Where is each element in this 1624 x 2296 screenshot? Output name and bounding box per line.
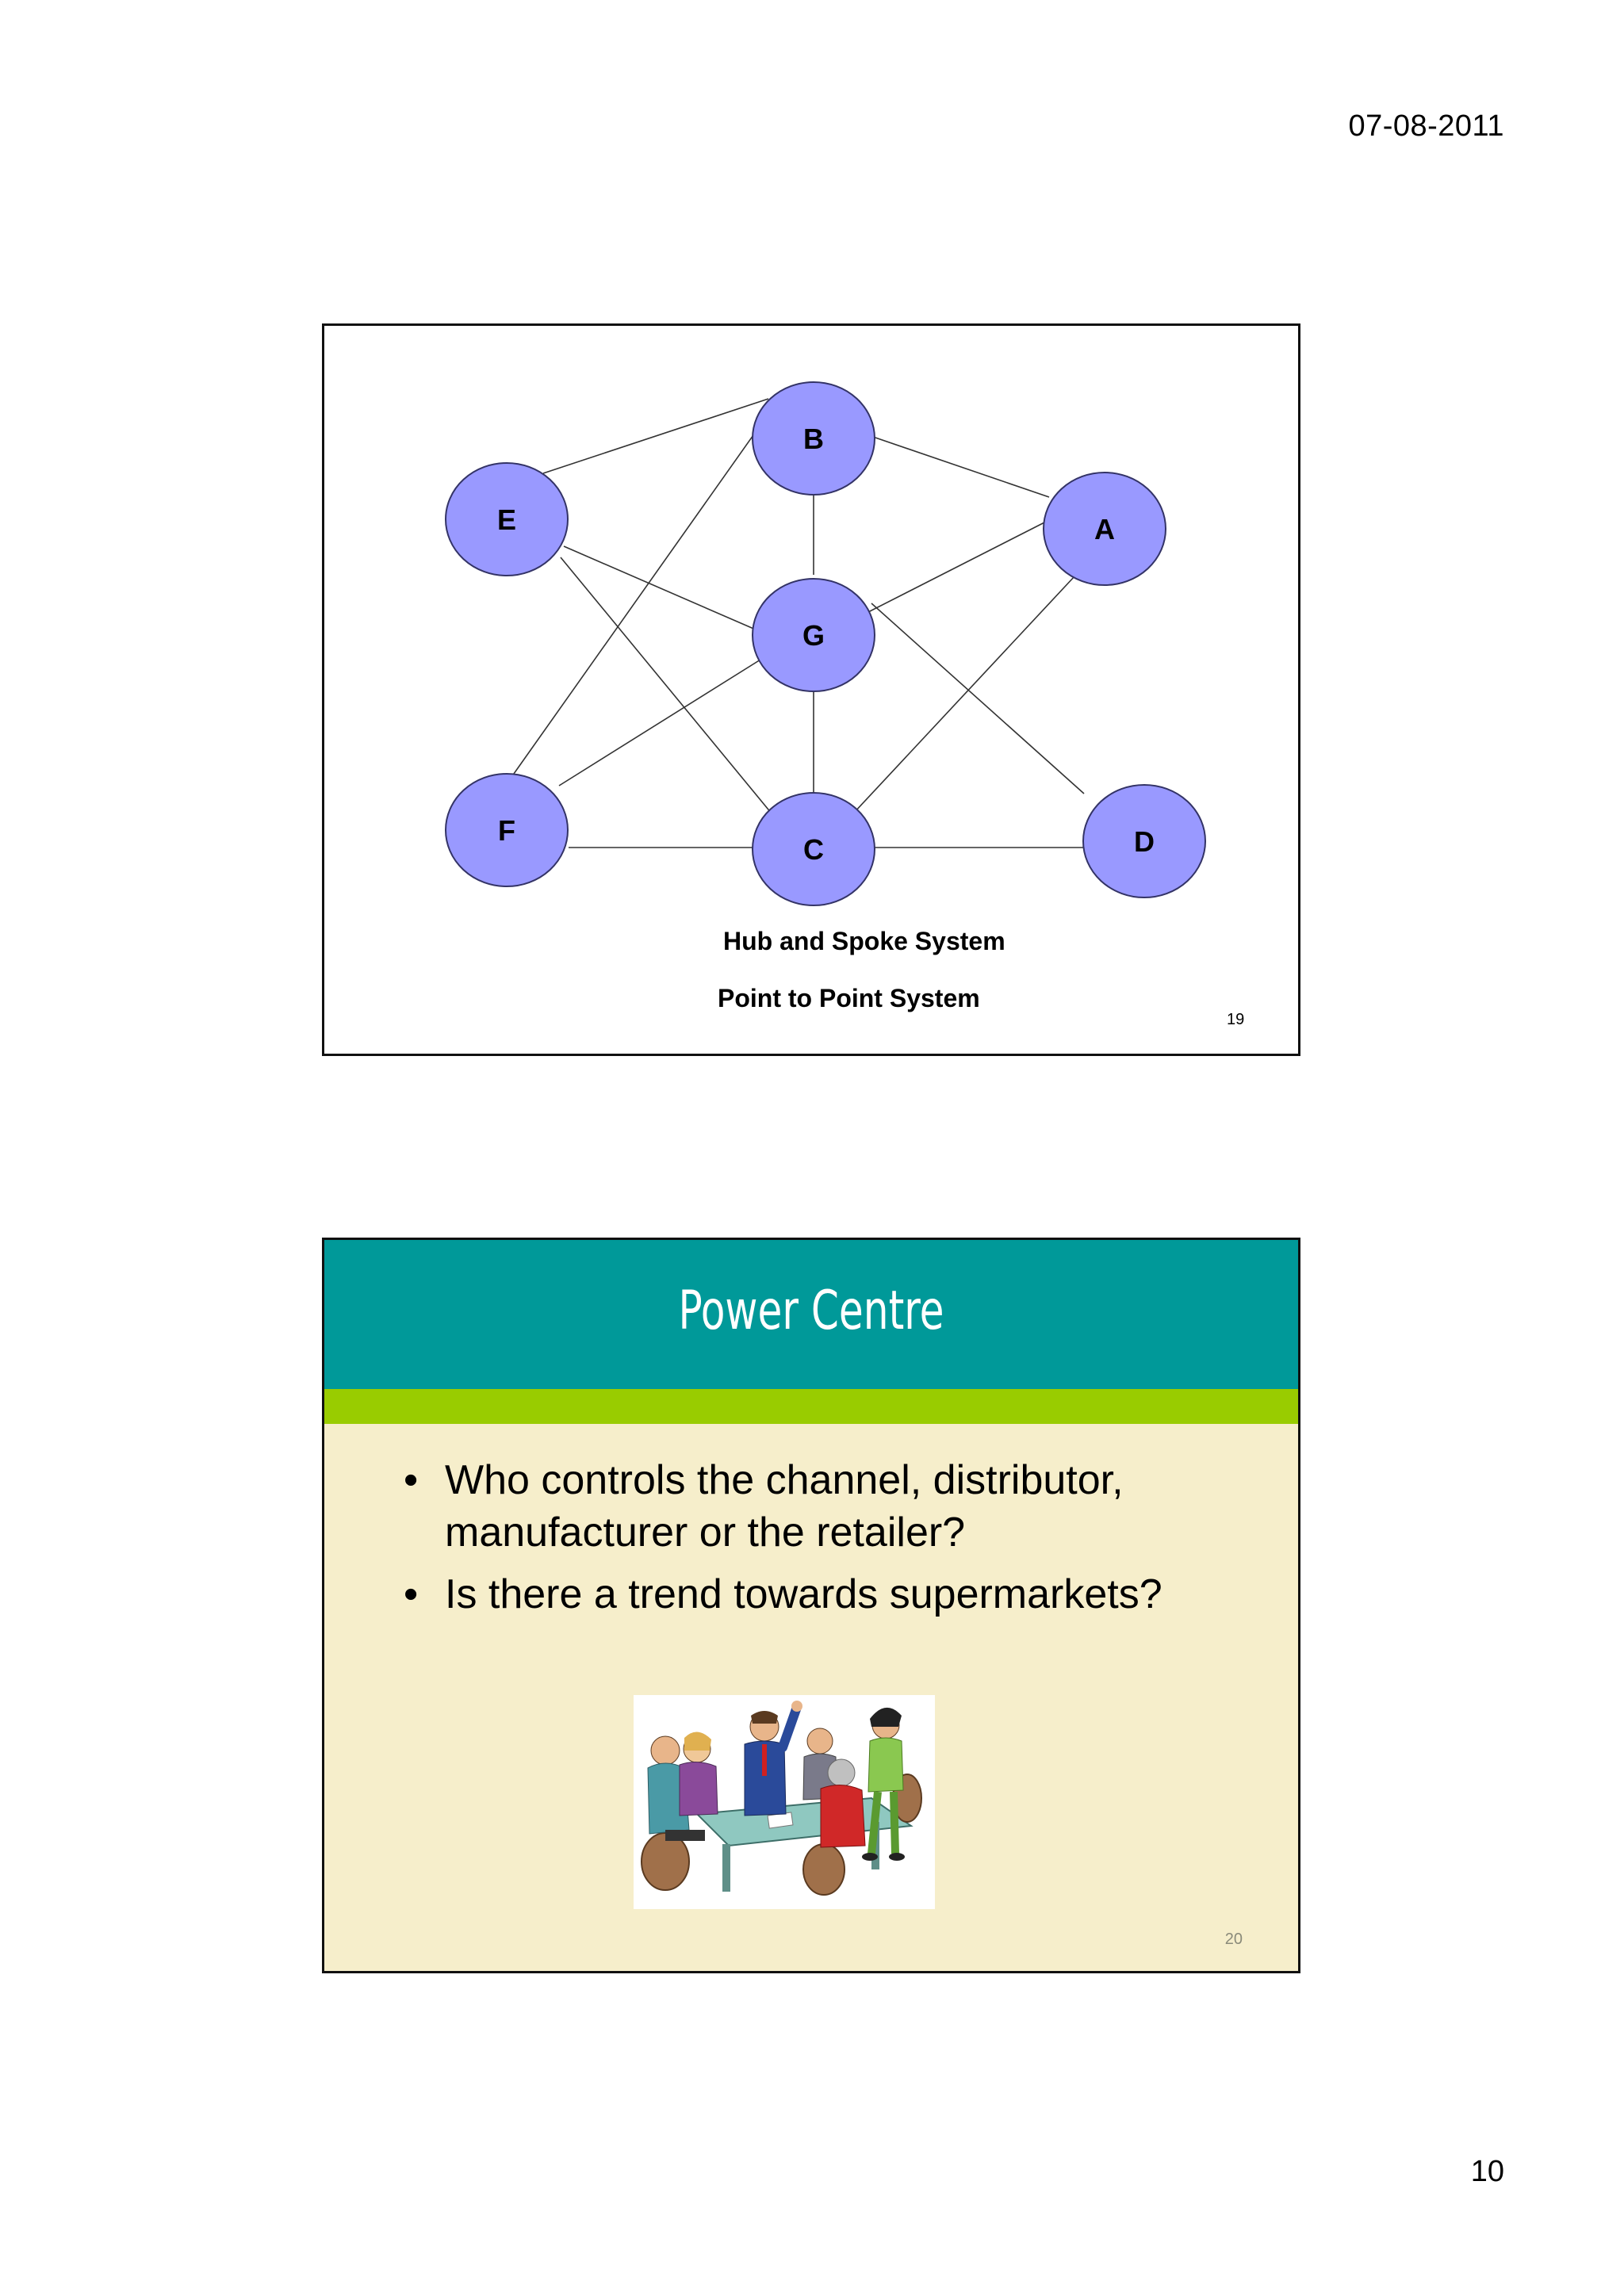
meeting-illustration (641, 1701, 922, 1896)
node-label-a: A (1094, 513, 1115, 545)
slide-number-19: 19 (1227, 1011, 1245, 1028)
edge-e-c (560, 557, 783, 828)
node-label-e: E (497, 503, 516, 536)
node-label-d: D (1134, 825, 1155, 858)
edge-e-b (542, 398, 769, 474)
node-f (445, 773, 569, 887)
node-c (752, 792, 875, 906)
edge-a-g (866, 520, 1048, 614)
bullet-item: • Who controls the channel, distributor,… (404, 1454, 1244, 1559)
node-e (445, 462, 569, 576)
edge-b-f (509, 400, 779, 780)
nodes (445, 381, 1206, 906)
node-d (1082, 784, 1206, 898)
bullet-list: • Who controls the channel, distributor,… (404, 1454, 1244, 1630)
node-label-b: B (803, 423, 824, 455)
edges (509, 398, 1085, 848)
page-number: 10 (1470, 2155, 1504, 2188)
slide-title: Power Centre (678, 1280, 944, 1342)
node-label-g: G (802, 619, 825, 652)
title-band: Power Centre (324, 1240, 1298, 1389)
caption-point-to-point: Point to Point System (718, 984, 980, 1012)
bullet-dot-icon: • (404, 1571, 419, 1617)
node-g (752, 578, 875, 692)
edge-g-d (871, 603, 1085, 794)
slide-20: Power Centre • Who controls the channel,… (322, 1238, 1300, 1973)
node-label-f: F (498, 814, 515, 847)
meeting-clipart (634, 1695, 935, 1909)
header-date: 07-08-2011 (1348, 109, 1504, 143)
bullet-text: Is there a trend towards supermarkets? (445, 1571, 1162, 1617)
node-b (752, 381, 875, 496)
caption-hub-and-spoke: Hub and Spoke System (723, 927, 1005, 955)
network-diagram: B E A G F C D (445, 381, 1206, 906)
node-label-c: C (803, 833, 824, 866)
edge-g-f (558, 655, 768, 786)
edge-e-g (563, 545, 758, 631)
slide-number-20: 20 (1224, 1931, 1243, 1948)
node-a (1043, 472, 1166, 586)
bullet-item: • Is there a trend towards supermarkets? (404, 1568, 1244, 1621)
bullet-text: Who controls the channel, distributor, m… (445, 1457, 1124, 1556)
bullet-dot-icon: • (404, 1457, 419, 1503)
slide-19: B E A G F C D Hub and Spoke System Point… (322, 323, 1300, 1056)
accent-band (324, 1389, 1298, 1424)
edge-b-a (872, 436, 1050, 498)
edge-a-c (853, 576, 1075, 813)
